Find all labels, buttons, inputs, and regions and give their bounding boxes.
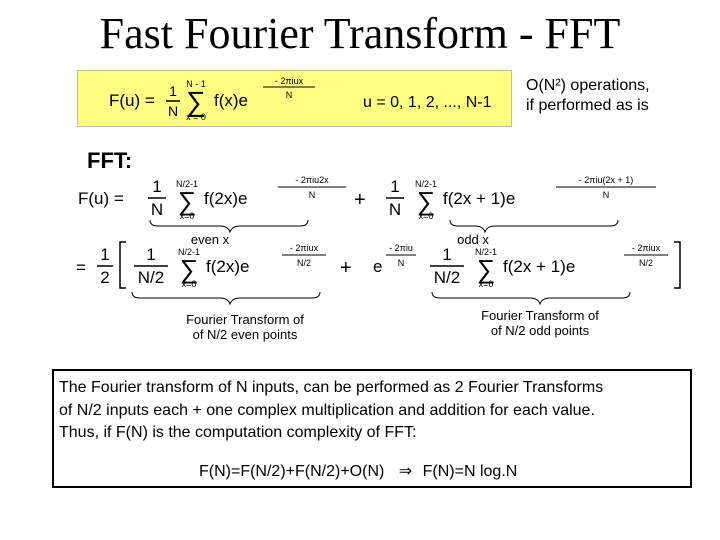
eq2-term2: f(2x + 1)e (503, 257, 575, 276)
eq2-sum1-upper: N/2-1 (178, 247, 200, 257)
note-even-line1: Fourier Transform of (186, 312, 304, 327)
eq2-eq-sign: = (76, 258, 86, 277)
eq2-even-brace (131, 291, 321, 306)
eq2-frac1-den: N/2 (138, 268, 164, 287)
summary-line2: of N/2 inputs each + one complex multipl… (59, 402, 595, 419)
eq1-exp1-den: N (309, 190, 316, 200)
eq2-half-den: 2 (100, 268, 109, 287)
note-even-line2: of N/2 even points (192, 327, 298, 342)
note-odd-line1: Fourier Transform of (481, 308, 599, 323)
fft-label: FFT: (87, 148, 133, 173)
eq2-odd-brace (431, 291, 631, 306)
ops-note-line1: O(N²) operations, (526, 77, 650, 94)
fft-equation-1: F(u) = 1 N N/2-1 ∑ x=0 f(2x)e - 2πiu2x N… (78, 175, 656, 234)
eq2-sum2-upper: N/2-1 (475, 247, 497, 257)
summary-line1: The Fourier transform of N inputs, can b… (59, 379, 604, 396)
note-odd-line2: of N/2 odd points (490, 323, 590, 338)
eq1-sum1-lower: x=0 (180, 211, 195, 221)
eq2-left-bracket (119, 241, 126, 289)
eq2-frac1-num: 1 (146, 245, 155, 264)
summary-box (52, 369, 692, 488)
dft-term: f(x)e (214, 91, 248, 110)
eq2-e: e (373, 257, 382, 276)
eq1-sum2-icon: ∑ (417, 186, 436, 216)
dft-sum-icon: ∑ (186, 86, 206, 117)
eq2-sum1-icon: ∑ (180, 254, 199, 284)
dft-exp-num: - 2πiux (275, 76, 304, 86)
odd-x-label: odd x (457, 232, 489, 247)
eq1-sum1-upper: N/2-1 (176, 179, 198, 189)
eq2-plus: + (340, 257, 352, 279)
eq1-frac-den: N (151, 200, 163, 219)
eq1-plus: + (354, 189, 366, 211)
eq1-exp1-num: - 2πiu2x (295, 175, 329, 185)
eq2-exp2-num: - 2πiux (632, 243, 661, 253)
eq1-term1: f(2x)e (204, 189, 247, 208)
dft-lhs: F(u) = (109, 91, 155, 110)
eq2-frac2-num: 1 (442, 245, 451, 264)
eq2-exp1-den: N/2 (297, 258, 311, 268)
ops-note-line2: if performed as is (526, 97, 649, 114)
fft-equation-2: = 1 2 1 N/2 N/2-1 ∑ x=0 f(2x)e - 2πiux N… (76, 241, 681, 306)
eq1-sum2-upper: N/2-1 (415, 179, 437, 189)
dft-formula-box (77, 70, 512, 127)
eq2-twiddle-den: N (398, 258, 405, 268)
dft-sum-lower: x = 0 (186, 112, 206, 122)
eq1-frac2-den: N (389, 200, 401, 219)
eq1-sum1-icon: ∑ (178, 186, 197, 216)
dft-exp-den: N (286, 90, 293, 100)
eq1-exp2-den: N (603, 190, 610, 200)
eq1-frac-num: 1 (152, 177, 161, 196)
eq2-exp1-num: - 2πiux (290, 243, 319, 253)
dft-range: u = 0, 1, 2, ..., N-1 (363, 94, 492, 111)
eq2-frac2-den: N/2 (434, 268, 460, 287)
eq2-sum1-lower: x=0 (182, 279, 197, 289)
eq1-exp2-num: - 2πiu(2x + 1) (579, 175, 633, 185)
eq1-even-brace (149, 219, 309, 234)
summary-line3: Thus, if F(N) is the computation complex… (59, 424, 417, 441)
summary-result: F(N)=N log.N (422, 463, 518, 480)
eq1-odd-brace (449, 219, 619, 234)
eq2-exp2-den: N/2 (639, 258, 653, 268)
dft-formula: F(u) = 1 N N - 1 ∑ x = 0 f(x)e - 2πiux N (109, 76, 315, 122)
eq2-sum2-lower: x=0 (479, 279, 494, 289)
eq2-term1: f(2x)e (206, 257, 249, 276)
dft-sum-upper: N - 1 (186, 79, 206, 89)
eq2-right-bracket (674, 241, 681, 289)
summary-recurrence: F(N)=F(N/2)+F(N/2)+O(N) (199, 463, 385, 480)
page-title: Fast Fourier Transform - FFT (99, 9, 621, 58)
dft-frac-den: N (168, 103, 178, 119)
implies-icon: ⇒ (398, 463, 413, 480)
eq2-twiddle-num: - 2πiu (389, 243, 413, 253)
eq1-term2: f(2x + 1)e (443, 189, 515, 208)
eq1-frac2-num: 1 (390, 177, 399, 196)
summary-recurrence-row: F(N)=F(N/2)+F(N/2)+O(N) ⇒ F(N)=N log.N (199, 462, 517, 481)
eq2-sum2-icon: ∑ (477, 254, 496, 284)
dft-frac-num: 1 (169, 83, 177, 99)
eq1-sum2-lower: x=0 (419, 211, 434, 221)
even-x-label: even x (190, 232, 230, 247)
eq1-lhs: F(u) = (78, 189, 124, 208)
eq2-half-num: 1 (100, 245, 109, 264)
